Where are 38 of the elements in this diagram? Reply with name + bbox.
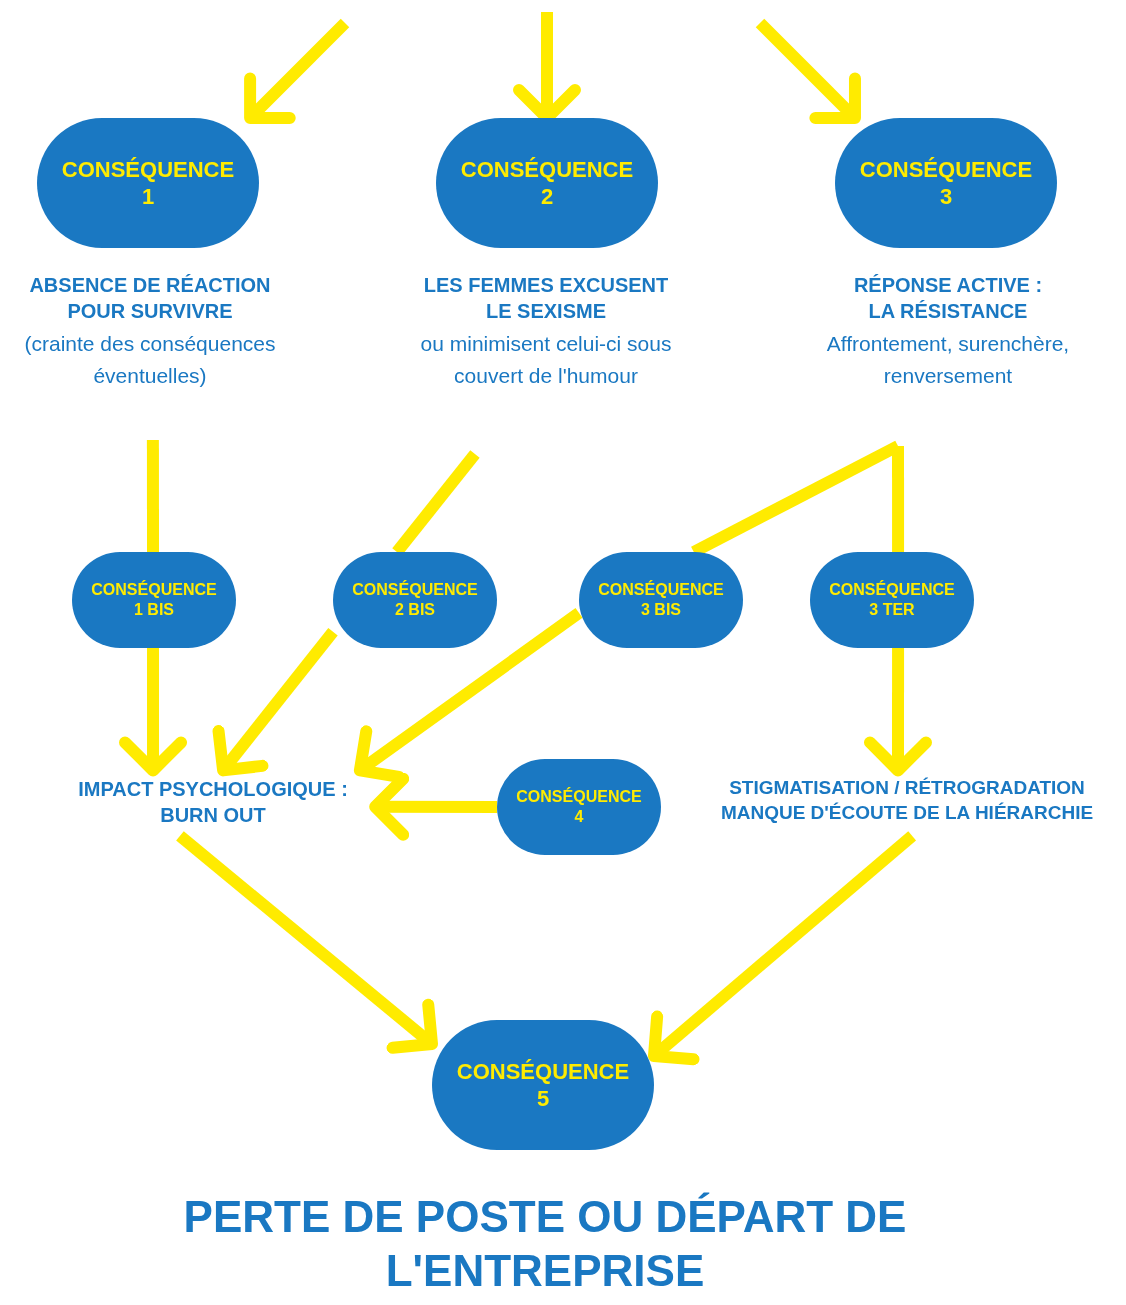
arrow — [212, 627, 338, 777]
pill-title: CONSÉQUENCE — [598, 580, 724, 600]
outcome-caption: PERTE DE POSTE OU DÉPART DE L'ENTREPRISE — [182, 1191, 908, 1297]
pill-number: 1 — [141, 183, 155, 211]
pill-title: CONSÉQUENCE — [516, 787, 642, 807]
pill-number: 4 — [574, 807, 584, 827]
arrow — [755, 18, 861, 124]
pill-number: 3 TER — [869, 600, 915, 620]
description-heading: RÉPONSE ACTIVE : LA RÉSISTANCE — [852, 273, 1044, 324]
pill-title: CONSÉQUENCE — [91, 580, 217, 600]
arrow — [648, 831, 917, 1066]
arrow — [176, 831, 438, 1054]
outcome-text: STIGMATISATION / RÉTROGRADATION — [729, 776, 1085, 800]
outcome-text: MANQUE D'ÉCOUTE DE LA HIÉRARCHIE — [720, 800, 1094, 825]
pill-title: CONSÉQUENCE — [456, 1057, 630, 1085]
pill-title: CONSÉQUENCE — [460, 155, 634, 183]
pill-title: CONSÉQUENCE — [859, 155, 1033, 183]
pill-title: CONSÉQUENCE — [352, 580, 478, 600]
pill-number: 3 — [939, 183, 953, 211]
pill-number: 1 BIS — [134, 600, 174, 620]
description-text: Affrontement, surenchère, renversement — [825, 331, 1071, 389]
consequence-pill — [333, 552, 497, 648]
pill-number: 2 — [540, 183, 554, 211]
arrow — [244, 18, 350, 124]
arrow — [353, 608, 583, 783]
description-text: (crainte des conséquences éventuelles) — [23, 331, 277, 389]
pill-number: 5 — [536, 1085, 550, 1113]
pill-title: CONSÉQUENCE — [61, 155, 235, 183]
outcome-text: IMPACT PSYCHOLOGIQUE : BURN OUT — [77, 777, 349, 828]
arrow — [369, 772, 497, 841]
description-heading: ABSENCE DE RÉACTION POUR SURVIVRE — [28, 273, 272, 324]
pill-number: 2 BIS — [395, 600, 435, 620]
description-text: ou minimisent celui-ci sous couvert de l'humour — [419, 331, 673, 389]
pill-title: CONSÉQUENCE — [829, 580, 955, 600]
pill-number: 3 BIS — [641, 600, 681, 620]
description-heading: LES FEMMES EXCUSENT LE SEXISME — [422, 273, 670, 324]
arrow — [864, 648, 932, 777]
arrow — [119, 648, 187, 777]
